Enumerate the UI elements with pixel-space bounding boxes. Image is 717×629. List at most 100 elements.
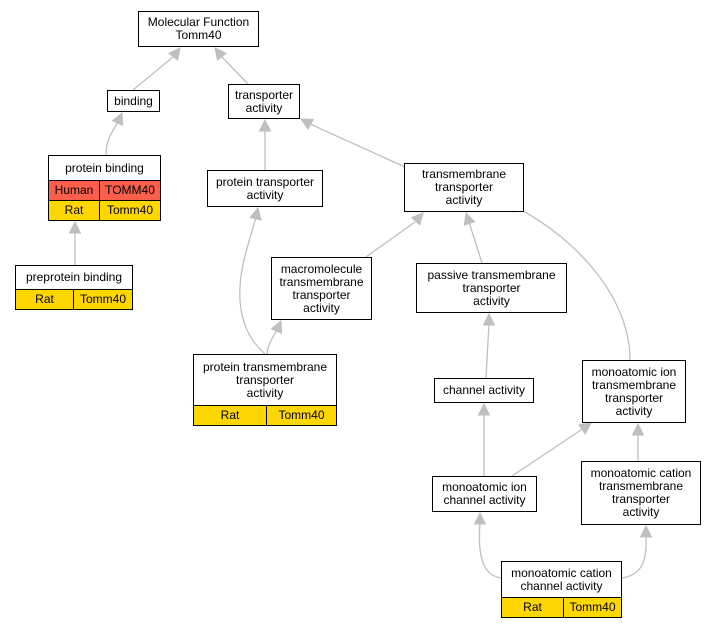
term-label-line: channel activity xyxy=(442,383,526,397)
term-label-line: binding xyxy=(114,93,153,108)
term-label-line: activity xyxy=(445,193,483,207)
edge-channel-to-passive-tm xyxy=(485,322,490,379)
term-label-line: monoatomic cation xyxy=(511,565,612,580)
arrowhead xyxy=(631,422,645,436)
arrowhead xyxy=(639,524,653,538)
arrowhead xyxy=(473,511,487,525)
term-label-line: channel activity xyxy=(443,493,526,507)
annotation-row: Rat Tomm40 xyxy=(16,289,132,309)
term-label-line: transmembrane xyxy=(591,377,677,392)
term-label-line: protein binding xyxy=(65,160,144,175)
term-label-line: transporter xyxy=(292,287,351,302)
go-term-binding[interactable]: binding xyxy=(107,90,160,112)
arrowhead xyxy=(214,47,228,61)
edge-protein-tm-to-macromolecule xyxy=(266,329,278,355)
edge-protein-binding-to-binding xyxy=(105,121,119,156)
term-label-line: protein transmembrane xyxy=(202,359,328,374)
arrowhead xyxy=(270,319,283,335)
term-label-line: protein transporter xyxy=(215,174,315,189)
arrowhead xyxy=(463,211,476,226)
term-label-line: macromolecule xyxy=(280,261,363,276)
gene-cell[interactable]: Tomm40 xyxy=(73,290,132,309)
term-label-line: monoatomic ion xyxy=(442,480,527,494)
edge-mono-ion-tm-to-tm-transporter xyxy=(513,205,631,361)
species-cell: Human xyxy=(54,183,94,197)
term-label-line: transporter xyxy=(462,280,521,295)
term-label-line: transporter xyxy=(434,180,494,194)
term-label-line: Tomm40 xyxy=(175,28,222,42)
term-label-line: activity xyxy=(246,187,284,202)
term-label: protein binding xyxy=(49,156,160,180)
edge-mono-cation-channel-to-mono-cation-tm xyxy=(621,534,647,579)
term-label-line: activity xyxy=(246,385,284,400)
gene-cell[interactable]: Tomm40 xyxy=(563,598,621,617)
term-label-line: transporter xyxy=(604,390,664,405)
term-label-line: transmembrane xyxy=(279,274,364,289)
term-label-line: channel activity xyxy=(520,578,603,593)
term-label-line: activity xyxy=(615,403,653,418)
go-term-channel[interactable]: channel activity xyxy=(434,378,534,403)
arrowhead xyxy=(68,220,82,234)
edge-tm-transporter-to-transporter xyxy=(309,123,406,168)
gene-cell[interactable]: Tomm40 xyxy=(99,201,160,220)
edge-transporter-to-mf xyxy=(221,56,249,85)
term-label-line: transmembrane xyxy=(598,479,684,493)
term-label-line: activity xyxy=(245,100,283,115)
term-label-line: transmembrane xyxy=(421,167,507,181)
annotation-row: Human TOMM40 xyxy=(49,180,160,200)
term-label-line: preprotein binding xyxy=(25,270,123,284)
gene-cell[interactable]: TOMM40 xyxy=(99,181,160,200)
arrowhead xyxy=(578,422,592,435)
arrowhead xyxy=(482,312,496,326)
term-label-line: passive transmembrane xyxy=(427,267,556,282)
term-label-line: activity xyxy=(303,300,340,315)
term-label: binding xyxy=(108,91,159,111)
term-label-line: monoatomic cation xyxy=(590,466,692,480)
term-label: preprotein binding xyxy=(16,266,132,289)
term-label-line: activity xyxy=(622,505,660,519)
edge-binding-to-mf xyxy=(132,56,174,91)
species-cell: Rat xyxy=(64,203,84,217)
arrowhead xyxy=(410,212,424,226)
arrowhead xyxy=(249,206,262,221)
edge-mono-cation-channel-to-mono-ion-channel xyxy=(478,521,502,579)
term-label-line: transporter xyxy=(235,372,295,387)
term-label: channel activity xyxy=(435,379,533,402)
term-label-line: transporter xyxy=(234,87,294,102)
species-cell: Rat xyxy=(523,600,542,614)
arrowhead xyxy=(477,402,491,416)
annotation-row: Rat Tomm40 xyxy=(49,200,160,220)
gene-cell[interactable]: Tomm40 xyxy=(266,406,336,425)
species-cell: Rat xyxy=(35,292,54,306)
term-label-line: monoatomic ion xyxy=(591,364,677,379)
arrowhead xyxy=(300,118,315,131)
term-label-line: Molecular Function xyxy=(147,15,250,29)
